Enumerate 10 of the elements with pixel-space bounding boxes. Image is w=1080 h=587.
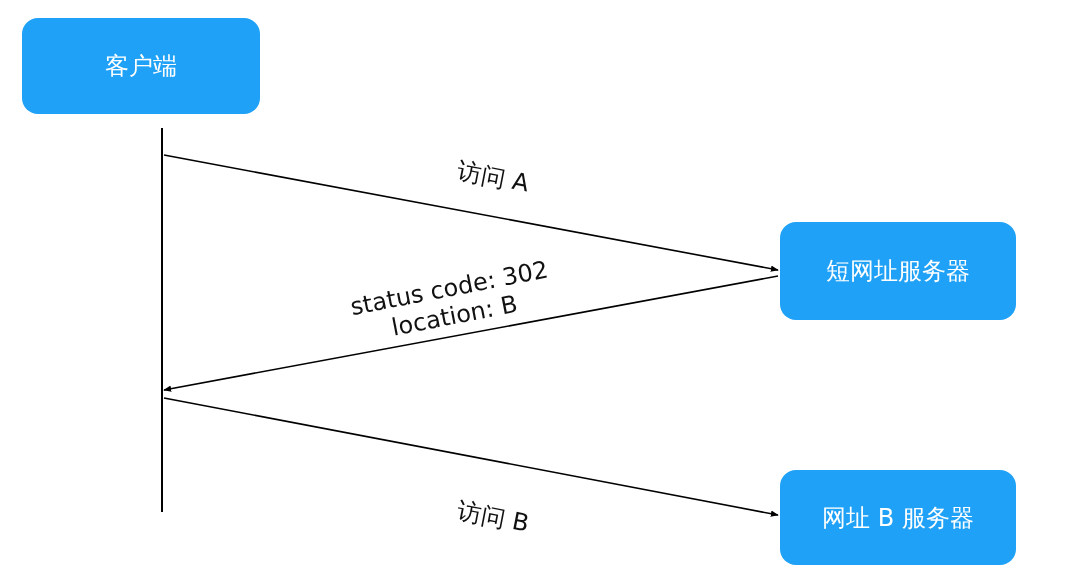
arrow — [163, 275, 779, 392]
lifeline — [161, 128, 163, 512]
server-box: 短网址服务器 — [780, 222, 1016, 320]
edge-label: 访问 A — [455, 157, 531, 199]
edge-label: 访问 B — [455, 497, 532, 539]
arrow — [163, 154, 779, 272]
edge-label: status code: 302 location: B — [347, 253, 552, 343]
arrow — [163, 397, 779, 517]
server-box: 网址 B 服务器 — [780, 470, 1016, 565]
client-box: 客户端 — [22, 18, 260, 114]
